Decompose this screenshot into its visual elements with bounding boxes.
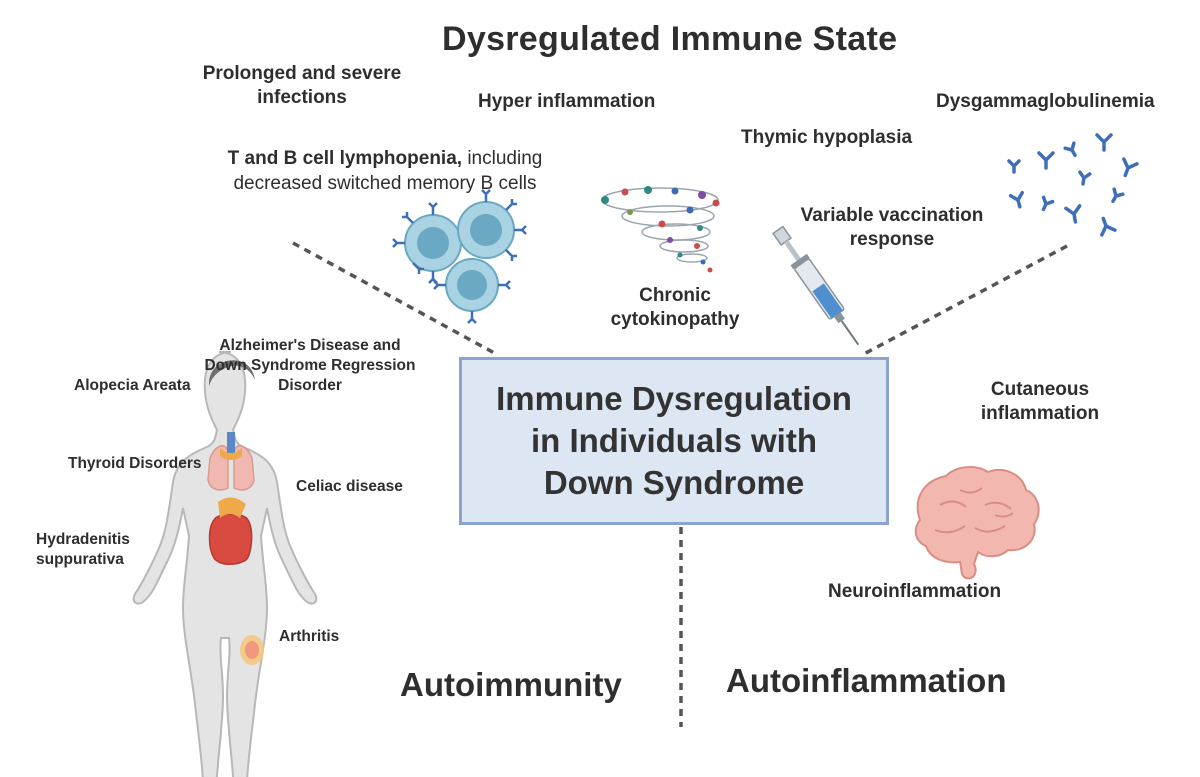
label-cutaneous-line1: Cutaneous xyxy=(990,379,1090,400)
label-lymphopenia: T and B cell lymphopenia, including decr… xyxy=(210,146,560,196)
label-alopecia: Alopecia Areata xyxy=(74,377,191,394)
label-dysgammaglobulinemia: Dysgammaglobulinemia xyxy=(936,91,1155,112)
label-lymphopenia-line2: decreased switched memory B cells xyxy=(233,173,537,194)
label-cytokinopathy-line1: Chronic xyxy=(639,285,711,306)
brain-icon xyxy=(914,466,1040,580)
label-arthritis: Arthritis xyxy=(279,628,340,645)
human-body-icon xyxy=(132,351,318,777)
diagram-title: Dysregulated Immune State xyxy=(442,20,898,58)
label-thyroid: Thyroid Disorders xyxy=(68,455,202,472)
label-vaccination: Variable vaccination response xyxy=(787,204,997,252)
label-celiac: Celiac disease xyxy=(296,478,403,495)
center-line3: Down Syndrome xyxy=(543,464,805,501)
heading-autoimmunity: Autoimmunity xyxy=(400,666,622,703)
dashed-line-right xyxy=(861,244,1068,357)
label-cytokinopathy: Chronic cytokinopathy xyxy=(600,284,750,332)
label-infections-line2: infections xyxy=(257,87,347,108)
cytokine-storm-icon xyxy=(601,186,720,273)
heading-autoinflammation: Autoinflammation xyxy=(726,662,1007,699)
label-vaccination-line2: response xyxy=(849,229,935,250)
label-neuroinflammation: Neuroinflammation xyxy=(828,581,1002,602)
center-line2: in Individuals with xyxy=(530,422,817,459)
label-infections: Prolonged and severe infections xyxy=(192,62,412,110)
label-thymic-hypoplasia: Thymic hypoplasia xyxy=(741,127,913,148)
label-vaccination-line1: Variable vaccination xyxy=(800,205,984,226)
label-lymphopenia-rest: including xyxy=(462,148,543,169)
label-infections-line1: Prolonged and severe xyxy=(202,63,402,84)
label-alzheimers-line2: Down Syndrome Regression xyxy=(204,357,416,374)
antibody-icon xyxy=(1007,133,1139,237)
center-text: Immune Dysregulation in Individuals with… xyxy=(496,378,852,504)
label-cutaneous: Cutaneous inflammation xyxy=(960,378,1120,426)
center-line1: Immune Dysregulation xyxy=(496,380,852,417)
t-b-cell-icon xyxy=(392,189,527,324)
label-lymphopenia-bold: T and B cell lymphopenia, xyxy=(227,148,463,169)
label-alzheimers-line3: Disorder xyxy=(278,377,342,394)
label-hydradenitis-line1: Hydradenitis xyxy=(36,531,130,548)
center-box: Immune Dysregulation in Individuals with… xyxy=(459,357,889,525)
label-cytokinopathy-line2: cytokinopathy xyxy=(610,309,740,330)
label-alzheimers: Alzheimer's Disease and Down Syndrome Re… xyxy=(200,336,420,396)
syringe-icon xyxy=(772,225,860,346)
label-hydradenitis: Hydradenitis suppurativa xyxy=(36,530,130,570)
label-lymphopenia-line1: T and B cell lymphopenia, including xyxy=(210,146,560,171)
label-hyper-inflammation: Hyper inflammation xyxy=(478,91,656,112)
label-cutaneous-line2: inflammation xyxy=(980,403,1100,424)
label-alzheimers-line1: Alzheimer's Disease and xyxy=(219,337,401,354)
label-hydradenitis-line2: suppurativa xyxy=(36,551,124,568)
